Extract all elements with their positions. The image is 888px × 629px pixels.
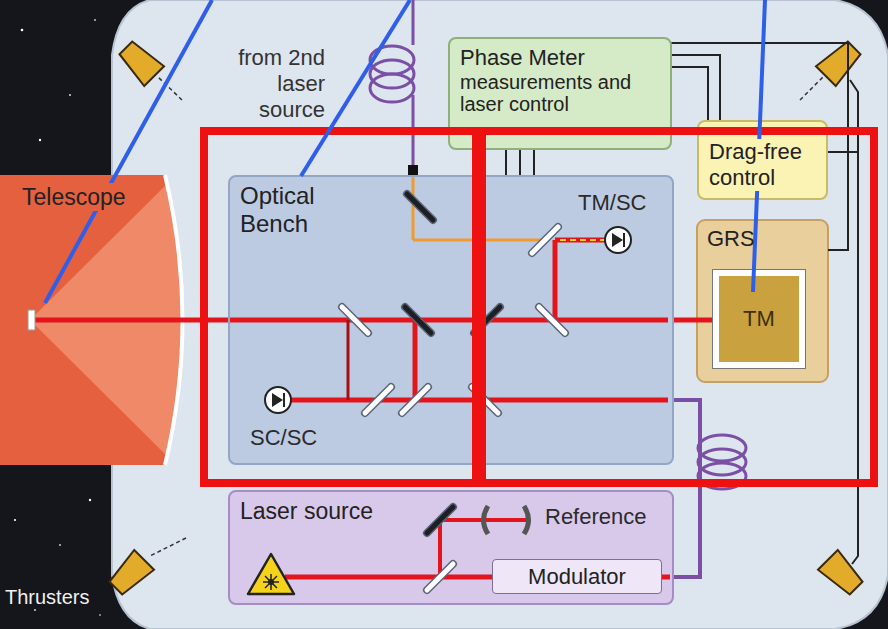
optical-bench-drawing	[402, 387, 428, 413]
beam-connector	[674, 400, 700, 577]
laser-module-drawing	[438, 520, 442, 577]
signal-wire	[852, 152, 858, 564]
optical-fiber	[370, 74, 414, 102]
optical-bench-drawing	[612, 233, 623, 247]
signal-wire	[505, 150, 507, 175]
thruster-arrow	[150, 538, 186, 556]
thruster	[816, 38, 864, 86]
laser-module-drawing	[427, 564, 453, 590]
node-title: GRS	[707, 226, 822, 252]
optical-bench-drawing	[272, 393, 283, 407]
optical-bench-drawing	[532, 227, 558, 253]
sensor-box: GRS TM	[697, 220, 832, 382]
beam-connector	[519, 150, 521, 175]
modulator-box: Modulator	[492, 559, 662, 594]
optical-bench-drawing	[407, 194, 433, 220]
optical-bench-drawing	[283, 393, 285, 407]
thruster-arrow	[800, 77, 823, 100]
grs-housing	[697, 220, 828, 382]
laser-module-drawing	[265, 576, 277, 588]
optical-bench-drawing	[532, 227, 558, 253]
optical-bench-drawing	[342, 307, 368, 333]
thruster	[116, 38, 164, 86]
fiber-connector	[408, 165, 418, 175]
telescope-drawing	[28, 310, 35, 330]
laser-module-drawing	[484, 506, 489, 534]
laser-module-drawing	[427, 507, 453, 533]
node-body: measurements and laser control	[460, 71, 660, 115]
laser-module-drawing	[265, 576, 277, 588]
pointer-line	[45, 0, 212, 303]
node-title: Modulator	[528, 564, 626, 590]
optical-bench-drawing	[405, 307, 431, 333]
optical-bench-drawing	[412, 177, 415, 240]
detector-label: TM/SC	[578, 190, 646, 216]
optical-bench-drawing	[560, 239, 605, 241]
thruster	[818, 550, 866, 598]
optical-bench: Optical Bench	[228, 175, 674, 465]
thruster	[818, 550, 866, 598]
pointer-line	[301, 0, 410, 176]
optical-bench-drawing	[265, 387, 291, 413]
star-field	[89, 499, 91, 501]
thruster	[116, 38, 164, 86]
thruster	[816, 38, 864, 86]
optical-bench-drawing	[605, 227, 631, 253]
star-field	[94, 19, 96, 21]
optical-bench-drawing	[553, 240, 558, 320]
star-field	[39, 139, 41, 141]
beam-connector	[674, 318, 713, 323]
component-label: Reference	[545, 504, 647, 530]
signal-wire	[828, 80, 858, 152]
highlight-box	[204, 131, 476, 483]
laser-module-drawing	[427, 507, 453, 533]
star-field	[59, 544, 61, 546]
thruster	[106, 550, 154, 598]
optical-bench-drawing	[413, 320, 418, 400]
star-field	[99, 614, 101, 616]
thruster	[106, 550, 154, 598]
node-title: Drag-free control	[709, 139, 818, 191]
signal-wire	[668, 67, 708, 120]
node-title: TM	[743, 306, 775, 332]
star-field	[34, 609, 36, 611]
signal-wire	[533, 150, 535, 175]
highlight-box	[482, 131, 874, 483]
optical-bench-drawing	[405, 307, 431, 333]
test-mass: TM	[713, 270, 805, 368]
optical-bench-drawing	[230, 318, 668, 323]
fiber-label: from 2nd laser source	[215, 45, 325, 123]
optical-bench-drawing	[539, 307, 565, 333]
star-field	[21, 29, 24, 32]
laser-module-drawing	[248, 554, 294, 594]
laser-module-drawing	[427, 564, 453, 590]
node-title: Phase Meter	[460, 45, 660, 71]
spacecraft-body	[112, 0, 888, 629]
optical-bench-drawing	[347, 320, 350, 400]
laser-module-drawing	[662, 575, 670, 580]
pointer-line	[753, 0, 765, 292]
node-title: Telescope	[20, 183, 128, 211]
thruster-label: Thrusters	[5, 585, 89, 609]
optical-bench-drawing	[365, 387, 391, 413]
detector-label: SC/SC	[250, 425, 317, 451]
node-title: Optical Bench	[240, 182, 370, 238]
optical-bench-drawing	[623, 233, 625, 247]
beam-connector	[672, 55, 720, 120]
optical-fiber	[412, 0, 415, 45]
optical-bench-drawing	[342, 307, 368, 333]
optical-bench-drawing	[407, 194, 433, 220]
optical-bench-drawing	[539, 307, 565, 333]
laser-module-drawing	[524, 506, 529, 534]
laser-module-drawing	[285, 575, 492, 580]
optical-bench-drawing	[365, 387, 391, 413]
optical-bench-drawing	[402, 387, 428, 413]
star-field	[69, 94, 71, 96]
star-field	[14, 519, 16, 521]
telescope-drawing	[34, 318, 185, 323]
